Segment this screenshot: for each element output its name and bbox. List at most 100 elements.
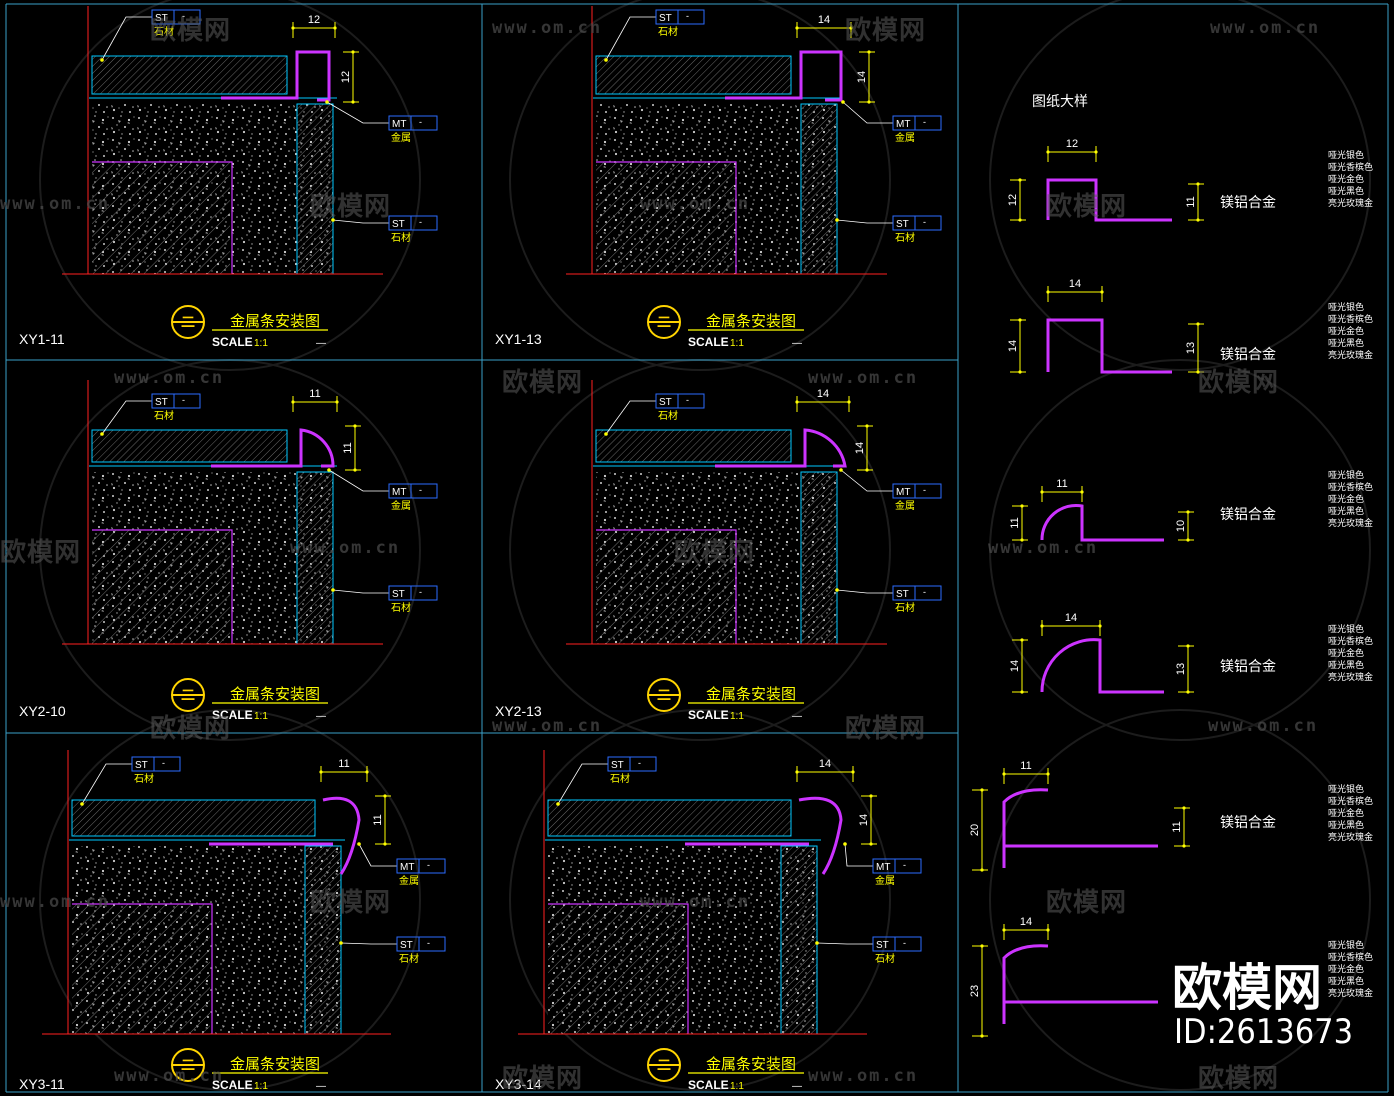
sheet-frame <box>5 3 1389 1093</box>
drawing-title: 金属条安装图 <box>706 685 796 703</box>
panel-xy1-11: 1212ST-石材MT-金属ST-石材二金属条安装图SCALE1:1—XY1-1… <box>19 6 438 349</box>
finish-color: 哑光黑色 <box>1328 975 1364 987</box>
drawing-title: 金属条安装图 <box>706 312 796 330</box>
finish-color: 哑光金色 <box>1328 325 1364 337</box>
panel-xy3-14: 1414ST-石材MT-金属ST-石材二金属条安装图SCALE1:1—XY3-1… <box>495 750 922 1092</box>
material-name: 石材 <box>154 25 174 38</box>
svg-text:-: - <box>419 117 422 127</box>
dimension-label: 13 <box>1185 342 1197 354</box>
material-name: 石材 <box>399 952 419 965</box>
finish-color: 哑光黑色 <box>1328 819 1364 831</box>
scale-label: SCALE <box>212 1078 253 1092</box>
material-code: MT <box>876 862 890 873</box>
dimension-label: 11 <box>1171 821 1183 832</box>
material-name: 石材 <box>391 601 411 614</box>
scale-label: SCALE <box>212 335 253 349</box>
finish-color: 哑光香槟色 <box>1328 635 1373 647</box>
material-name: 石材 <box>154 409 174 422</box>
material-code: ST <box>659 397 672 408</box>
svg-text:-: - <box>162 758 165 768</box>
material-code: ST <box>611 760 624 771</box>
dimension-label: 10 <box>1175 520 1187 532</box>
material-code: ST <box>876 940 889 951</box>
panel-id: XY1-13 <box>495 331 542 347</box>
dimension-label: 14 <box>1020 916 1032 928</box>
finish-color: 哑光银色 <box>1328 623 1364 635</box>
finish-color: 哑光香槟色 <box>1328 161 1373 173</box>
finish-color: 哑光银色 <box>1328 301 1364 313</box>
svg-text:-: - <box>686 395 689 405</box>
dimension-label: 20 <box>969 824 981 836</box>
dimension-label: 11 <box>1020 760 1031 772</box>
panel-id: XY2-13 <box>495 703 542 719</box>
svg-text:-: - <box>419 485 422 495</box>
material-code: MT <box>896 487 910 498</box>
panel-xy1-13: 1414ST-石材MT-金属ST-石材二金属条安装图SCALE1:1—XY1-1… <box>495 6 942 349</box>
dimension-label: 11 <box>1009 517 1021 528</box>
svg-text:-: - <box>923 217 926 227</box>
material-name: 石材 <box>658 25 678 38</box>
material-name: 金属 <box>895 499 915 512</box>
finish-color: 亮光玫瑰金 <box>1328 987 1373 999</box>
finish-color: 哑光黑色 <box>1328 185 1364 197</box>
material-code: MT <box>896 119 910 130</box>
svg-text:-: - <box>686 11 689 21</box>
dimension-label: 11 <box>338 758 349 770</box>
material-code: ST <box>659 13 672 24</box>
scale-label: SCALE <box>212 708 253 722</box>
finish-color: 哑光金色 <box>1328 493 1364 505</box>
scale-value: 1:1 <box>254 1081 268 1092</box>
material-name: 石材 <box>658 409 678 422</box>
svg-text:—: — <box>792 1081 802 1092</box>
svg-text:—: — <box>316 1081 326 1092</box>
svg-text:-: - <box>638 758 641 768</box>
drawing-title: 金属条安装图 <box>230 685 320 703</box>
finish-color: 亮光玫瑰金 <box>1328 831 1373 843</box>
dimension-label: 12 <box>308 14 320 26</box>
scale-label: SCALE <box>688 335 729 349</box>
finish-color: 哑光香槟色 <box>1328 951 1373 963</box>
finish-color: 哑光金色 <box>1328 963 1364 975</box>
panel-xy2-13: 1414ST-石材MT-金属ST-石材二金属条安装图SCALE1:1—XY2-1… <box>495 380 942 722</box>
material-name: 金属 <box>875 874 895 887</box>
material-code: ST <box>400 940 413 951</box>
svg-text:—: — <box>316 338 326 349</box>
finish-color: 哑光银色 <box>1328 939 1364 951</box>
dimension-label: 14 <box>854 442 866 454</box>
dimension-label: 14 <box>1007 340 1019 352</box>
dimension-label: 11 <box>342 442 354 453</box>
svg-text:-: - <box>923 587 926 597</box>
finish-color: 亮光玫瑰金 <box>1328 671 1373 683</box>
finish-color: 哑光金色 <box>1328 647 1364 659</box>
watermark-circles <box>39 0 1371 1091</box>
material-name: 金属 <box>895 131 915 144</box>
finish-color: 哑光银色 <box>1328 149 1364 161</box>
dimension-label: 11 <box>309 388 320 400</box>
svg-text:-: - <box>182 395 185 405</box>
material-code: ST <box>155 397 168 408</box>
finish-color: 哑光银色 <box>1328 783 1364 795</box>
dimension-label: 14 <box>818 14 830 26</box>
material-name: 金属 <box>391 499 411 512</box>
scale-value: 1:1 <box>254 711 268 722</box>
drawing-title: 金属条安装图 <box>230 1055 320 1073</box>
scale-label: SCALE <box>688 1078 729 1092</box>
svg-text:-: - <box>923 117 926 127</box>
svg-text:-: - <box>419 217 422 227</box>
material-code: MT <box>392 487 406 498</box>
material-label: 镁铝合金 <box>1220 815 1276 831</box>
dimension-label: 14 <box>1069 278 1081 290</box>
panel-id: XY3-14 <box>495 1076 542 1092</box>
drawing-title: 金属条安装图 <box>230 312 320 330</box>
detail-title: 图纸大样 <box>1032 94 1088 110</box>
dimension-label: 14 <box>1065 612 1077 624</box>
finish-color: 哑光黑色 <box>1328 659 1364 671</box>
material-code: ST <box>392 589 405 600</box>
material-code: ST <box>896 589 909 600</box>
svg-text:-: - <box>903 860 906 870</box>
panel-xy3-11: 1111ST-石材MT-金属ST-石材二金属条安装图SCALE1:1—XY3-1… <box>19 750 446 1092</box>
svg-text:—: — <box>316 711 326 722</box>
